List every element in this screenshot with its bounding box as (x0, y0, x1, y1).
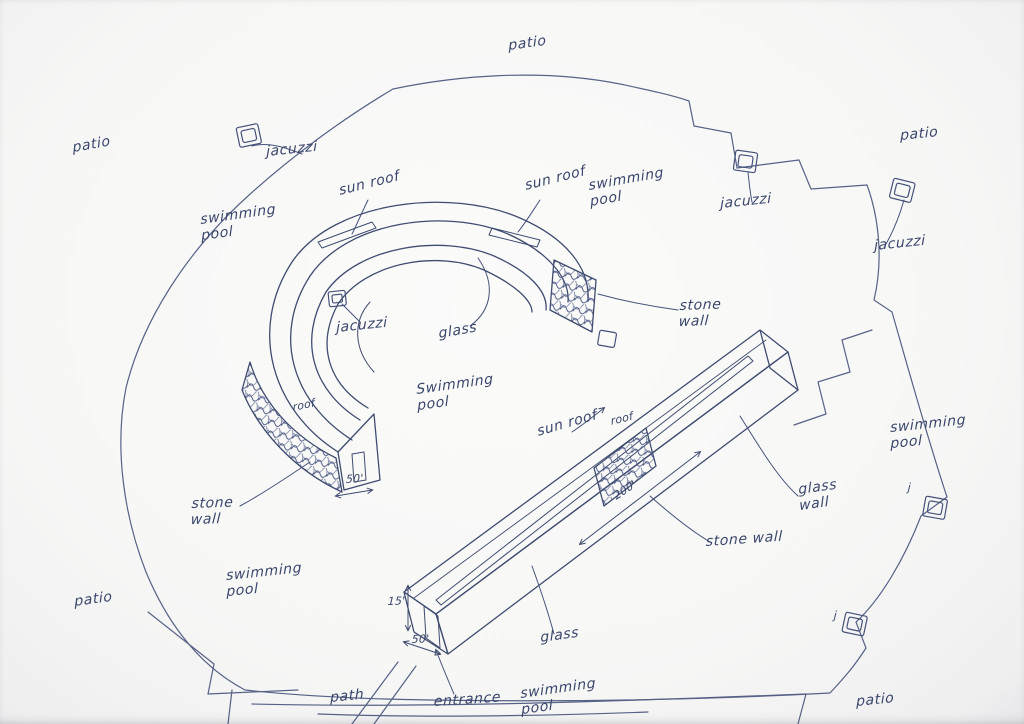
long-front-wall (435, 351, 799, 655)
curved-left-end-cap (337, 413, 381, 491)
leader-glass-bottom (531, 565, 555, 635)
leader-entrance (436, 650, 455, 695)
sun-roof-strip-mid (488, 227, 541, 248)
dimension-arrows (336, 452, 700, 654)
leader-glass-center (469, 257, 490, 327)
leader-stone-wall-bottom (649, 495, 711, 543)
leader-sun-roof-long (571, 408, 604, 433)
curved-left-end-door (351, 451, 367, 483)
site-boundary-steps-right (793, 329, 873, 426)
curved-inner-wall-top (311, 244, 547, 421)
leader-jacuzzi-right (885, 199, 905, 245)
leader-jacuzzi-center (341, 303, 361, 323)
jacuzzi-squares (235, 123, 948, 637)
path-line-1 (351, 661, 399, 724)
dim-200ft-arrow (580, 452, 700, 544)
leader-lines (239, 143, 905, 695)
jacuzzi-square-lower-right (922, 495, 948, 520)
curved-building (241, 201, 597, 493)
leader-glass-wall (739, 415, 799, 497)
jacuzzi-square-right (888, 177, 916, 203)
stone-wall-panel-long (593, 427, 657, 507)
curved-roof-inner-edge (290, 220, 569, 441)
patio-corner-bottom-left (147, 611, 299, 695)
boundary-step-square (597, 329, 618, 349)
terrace-line-2 (317, 711, 649, 717)
path-line-2 (373, 665, 417, 724)
leader-sun-roof-left (351, 199, 369, 235)
jacuzzi-square-center (327, 289, 347, 308)
jacuzzi-square-bottom-right (841, 611, 868, 637)
dim-50ft-curved-arrow (336, 490, 372, 496)
leader-jacuzzi-top-left (251, 143, 303, 155)
sun-roof-strip-left (317, 221, 377, 249)
curved-inner-wall-base (326, 259, 533, 409)
stone-wall-right-end (549, 259, 597, 333)
jacuzzi-square-top-left (235, 123, 262, 148)
sun-roof-strip-long (435, 355, 754, 606)
dim-50ft-entrance-arrow (404, 642, 440, 654)
site-boundary (120, 74, 948, 724)
leader-jacuzzi-top-right (747, 171, 753, 203)
terrace-line-1 (251, 693, 807, 706)
terrace-edge-right (797, 693, 807, 724)
long-roof-ridge-line (413, 339, 767, 599)
jacuzzi-square-top-right (732, 149, 759, 174)
leader-stone-wall-right (597, 293, 679, 311)
curved-courtyard-arc (357, 301, 375, 373)
stone-wall-band-left (241, 361, 343, 493)
curved-outer-roof-edge (269, 201, 589, 453)
leader-stone-wall-left (239, 461, 311, 507)
leader-sun-roof-mid (517, 199, 541, 233)
patio-edge-bottom-left (227, 689, 233, 724)
long-building (403, 329, 799, 655)
long-far-end-glass-wall (759, 329, 799, 391)
